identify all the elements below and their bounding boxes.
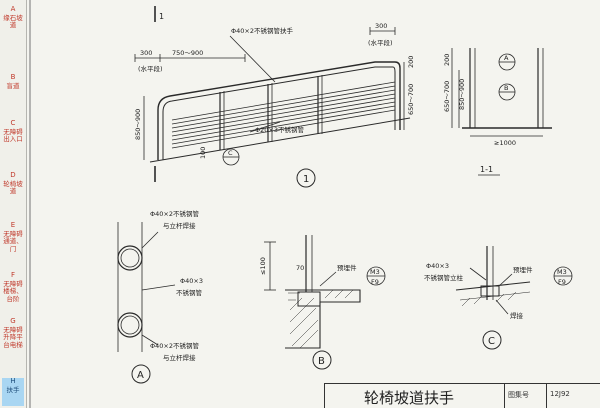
- title-block-divider: [504, 384, 505, 408]
- detail-b-dim-70: 70: [296, 264, 304, 272]
- detail-a-label-top-1: Φ40×2不锈钢管: [150, 209, 199, 218]
- detail-c-marker-label: C: [488, 336, 495, 347]
- sidebar-tab-text: 轮椅坡道: [3, 179, 23, 195]
- section-view: 650～700 850～900 200 A B ≥1000 1-1: [443, 48, 552, 176]
- detail-a-label-bot-1: Φ40×2不锈钢管: [150, 341, 199, 350]
- section-dim-200: 200: [443, 54, 451, 66]
- title-block: 轮椅坡道扶手 图集号 12J92: [324, 383, 600, 408]
- detail-a-label-mid-1: Φ40×3: [180, 277, 203, 285]
- detail-c-weld: 焊接: [510, 311, 524, 320]
- detail-a-label-bot-2: 与立杆焊接: [163, 353, 196, 362]
- detail-b-marker: [312, 350, 332, 370]
- detail-a-marker: [131, 364, 151, 384]
- sidebar-tab-text: 无障碍楼梯、台阶: [3, 279, 23, 303]
- detail-c-label-1: Φ40×3: [426, 262, 449, 270]
- pipe-bottom-label: Φ20×3不锈钢管: [255, 125, 304, 134]
- sidebar-tab-letter: E: [10, 221, 16, 229]
- dim-100: 100: [199, 147, 207, 159]
- detail-b-m3: M3: [370, 268, 380, 276]
- sidebar-tab-a[interactable]: A 缘石坡道: [2, 5, 24, 30]
- section-dim-1000: ≥1000: [494, 139, 516, 147]
- sidebar-tab-c[interactable]: C 无障碍出入口: [2, 119, 24, 144]
- leader-line: [249, 121, 281, 133]
- detail-a-marker-label: A: [137, 370, 144, 381]
- section-mark-label: 1: [159, 12, 164, 21]
- sidebar-tab-b[interactable]: B 盲道: [2, 73, 24, 90]
- handrail-top-pipe-inner: [162, 66, 396, 160]
- sidebar-tab-letter: D: [10, 171, 16, 179]
- section-label: 1-1: [480, 165, 493, 174]
- detail-c-hatch: [459, 291, 531, 307]
- section-dim-650-700: 650～700: [443, 81, 451, 112]
- dim-750-900: 750～900: [172, 49, 203, 57]
- detail-c-label-2: 不锈钢管立柱: [424, 273, 464, 282]
- detail-a-label-top-2: 与立杆焊接: [163, 221, 196, 230]
- atlas-label: 图集号: [508, 391, 529, 399]
- sidebar-tab-h[interactable]: H 扶手: [2, 377, 24, 406]
- detail-b-slab: [285, 289, 361, 349]
- detail-1-circle: [296, 168, 316, 188]
- detail-a: Φ40×2不锈钢管 与立杆焊接 Φ40×3 不锈钢管 Φ40×2不锈钢管 与立杆…: [117, 209, 203, 384]
- horizontal-segment-left: (水平段): [138, 64, 163, 73]
- sidebar-tab-e[interactable]: E 无障碍通道、门: [2, 221, 24, 253]
- pipe-section-top: [117, 245, 143, 271]
- horizontal-segment-right: (水平段): [368, 38, 393, 47]
- sidebar-tab-letter: G: [10, 317, 16, 325]
- sidebar-tab-letter: H: [10, 377, 16, 385]
- sidebar-tab-letter: A: [10, 5, 16, 13]
- concrete-hatch: [288, 289, 354, 349]
- pipe-top-label: Φ40×2不锈钢管扶手: [231, 26, 293, 35]
- dim-300-left: 300: [140, 49, 152, 57]
- section-callout-a-label: A: [504, 54, 509, 62]
- dim-850-900: 850～900: [134, 109, 142, 140]
- detail-c-marker: [482, 330, 502, 350]
- title-block-divider: [546, 384, 547, 408]
- sidebar-tab-text: 扶手: [6, 385, 20, 394]
- pipe-section-bottom: [117, 312, 143, 338]
- sidebar-tab-letter: F: [10, 271, 16, 279]
- detail-1-label: 1: [303, 174, 309, 185]
- sidebar-tab-text: 无障碍通道、门: [3, 229, 23, 253]
- detail-b-embed: 预埋件: [337, 263, 357, 272]
- sidebar-tab-letter: C: [10, 119, 16, 127]
- elevation-view: 1 300 750～900 (水平段) 300 (水平段): [134, 6, 415, 188]
- sidebar-tab-f[interactable]: F 无障碍楼梯、台阶: [2, 271, 24, 303]
- sidebar-tab-d[interactable]: D 轮椅坡道: [2, 171, 24, 196]
- detail-b: ≤100 70 预埋件 M3 F9 B: [259, 235, 386, 370]
- detail-c-plate: [480, 285, 500, 297]
- callout-c-label: C: [228, 149, 233, 157]
- detail-b-f9: F9: [371, 278, 379, 286]
- sidebar-tab-text: 无障碍出入口: [3, 127, 23, 143]
- detail-c-m3: M3: [557, 268, 567, 276]
- lower-rail: [171, 81, 396, 121]
- atlas-number: 12J92: [550, 390, 570, 398]
- detail-a-label-mid-2: 不锈钢管: [176, 288, 203, 297]
- dim-300-right: 300: [375, 22, 387, 30]
- dim-650-700: 650～700: [407, 84, 415, 115]
- dim-200: 200: [407, 56, 415, 68]
- title-block-divider: [324, 384, 325, 408]
- index-sidebar: A 缘石坡道 B 盲道 C 无障碍出入口 D 轮椅坡道 E 无障碍通道、门 F …: [0, 0, 27, 408]
- detail-c-f9: F9: [558, 278, 566, 286]
- sidebar-tab-g[interactable]: G 无障碍升降平台电梯: [2, 317, 24, 349]
- sidebar-tab-text: 盲道: [6, 81, 20, 90]
- detail-c: Φ40×3 不锈钢管立柱 预埋件 M3 F9 焊接 C: [424, 246, 573, 350]
- section-callout-b-label: B: [504, 84, 508, 92]
- embedded-plate: [297, 291, 321, 307]
- section-dim-850-900: 850～900: [458, 79, 466, 110]
- detail-b-dim-100: ≤100: [259, 257, 267, 275]
- handrail-top-pipe: [157, 61, 401, 160]
- sidebar-tab-text: 无障碍升降平台电梯: [3, 325, 23, 349]
- ramp-slope: [149, 117, 411, 163]
- drawing-title: 轮椅坡道扶手: [364, 389, 455, 407]
- sidebar-tab-text: 缘石坡道: [3, 13, 23, 29]
- detail-b-marker-label: B: [318, 356, 325, 367]
- detail-c-embed: 预埋件: [513, 265, 533, 274]
- leader-line: [229, 35, 276, 83]
- sidebar-tab-letter: B: [10, 73, 16, 81]
